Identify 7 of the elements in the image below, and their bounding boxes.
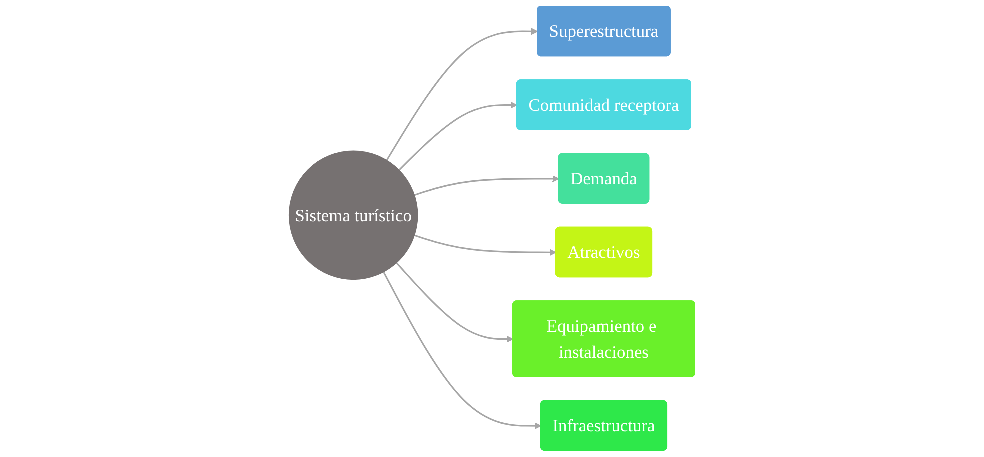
arrow	[398, 102, 518, 171]
arrow	[386, 28, 538, 161]
arrow	[414, 234, 556, 256]
arrow	[414, 175, 560, 196]
node-circle: Sistema turístico	[288, 150, 418, 280]
arrow	[382, 272, 542, 430]
arrow	[396, 262, 514, 343]
